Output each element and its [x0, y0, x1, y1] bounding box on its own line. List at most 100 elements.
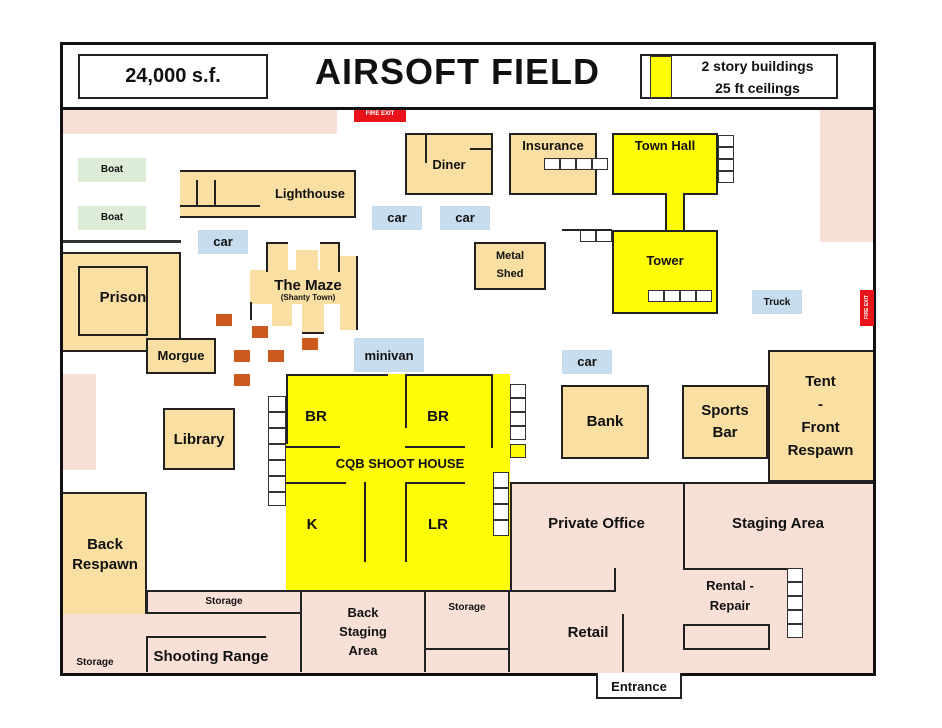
tent-front-respawn — [768, 350, 873, 482]
pink-wall — [622, 614, 624, 672]
top-left-strip — [63, 110, 337, 134]
cqb-stairs-left — [268, 396, 286, 412]
town-hall-label: Town Hall — [634, 138, 696, 153]
pink-wall — [768, 624, 770, 650]
cqb-stairs-left — [268, 412, 286, 428]
fire-exit-right — [860, 290, 874, 326]
legend-swatch — [650, 56, 672, 98]
cqb-wall — [405, 374, 493, 376]
tent-label-3: Front — [801, 419, 840, 436]
storage-1-label: Storage — [205, 596, 243, 607]
map-frame — [60, 42, 876, 676]
library-label: Library — [173, 431, 225, 448]
entrance-box[interactable] — [596, 673, 682, 699]
cqb-stairs-right — [510, 398, 526, 412]
private-office — [510, 482, 683, 568]
diner-wall — [425, 133, 427, 163]
metal-shed — [474, 242, 546, 290]
rental-label-2: Repair — [709, 598, 751, 613]
insurance-stairs — [592, 158, 608, 170]
pink-wall — [510, 482, 512, 590]
storage-3-label: Storage — [76, 657, 114, 668]
pink-wall — [510, 482, 873, 484]
area-label: 24,000 s.f. — [125, 65, 221, 87]
back-staging-label-3: Area — [348, 643, 378, 658]
prison-wall — [78, 334, 148, 336]
left-wall-top — [63, 240, 181, 243]
maze-block — [296, 250, 318, 290]
crate — [234, 374, 250, 386]
rental-stairs — [787, 596, 803, 610]
map-title: AIRSOFT FIELD — [315, 51, 600, 92]
tower-stairs — [664, 290, 680, 302]
cqb-wall — [491, 374, 493, 448]
private-office-label: Private Office — [548, 515, 645, 532]
bottom-left-zone — [63, 614, 286, 673]
morgue — [146, 338, 216, 374]
cqb-wall — [286, 374, 288, 444]
maze-block — [340, 256, 358, 330]
storage-2-label: Storage — [448, 602, 486, 613]
lighthouse-label: Lighthouse — [274, 186, 346, 201]
town-hall-stairs — [718, 147, 734, 159]
crate — [268, 350, 284, 362]
tower-stairs — [648, 290, 664, 302]
maze-wall — [320, 242, 340, 244]
tower-stairs — [680, 290, 696, 302]
insurance-label: Insurance — [522, 138, 584, 153]
town-hall-stairs — [718, 159, 734, 171]
lighthouse — [180, 170, 356, 218]
maze-wall — [250, 302, 252, 320]
cqb-wall — [405, 446, 465, 448]
car-1-label: car — [387, 210, 407, 225]
boat-1 — [78, 158, 146, 182]
rental-stairs — [787, 610, 803, 624]
lighthouse-wall — [214, 180, 216, 206]
staging-area-label: Staging Area — [732, 515, 824, 532]
town-hall-stairs — [718, 135, 734, 147]
tower-label: Tower — [646, 253, 684, 268]
pink-wall — [683, 648, 769, 650]
lighthouse-wall — [196, 180, 198, 206]
crate — [234, 350, 250, 362]
header-divider — [60, 107, 876, 110]
pink-wall — [286, 590, 510, 592]
cqb-stairs-left — [268, 492, 286, 506]
metal-shed-label-1: Metal — [495, 250, 525, 262]
back-respawn-label-1: Back — [87, 536, 123, 553]
car-3 — [198, 230, 248, 254]
car-3-label: car — [213, 234, 233, 249]
pink-wall — [146, 590, 148, 614]
pink-wall — [510, 590, 616, 592]
cqb-stairs-left — [268, 460, 286, 476]
cqb-stairs-inner — [493, 472, 509, 488]
tent-label-1: Tent — [805, 373, 836, 390]
maze-wall — [356, 256, 358, 330]
prison-wall — [146, 266, 148, 336]
rental-label-1: Rental - — [706, 578, 754, 593]
crate — [252, 326, 268, 338]
cqb-wall — [286, 374, 388, 376]
staging-area — [683, 482, 873, 568]
town-hall-stairs — [718, 171, 734, 183]
truck-label: Truck — [763, 297, 791, 308]
tent-label-2: - — [818, 396, 823, 413]
tower-stairs — [696, 290, 712, 302]
bank-label: Bank — [586, 413, 624, 430]
cqb-stairs-left — [268, 476, 286, 492]
cqb-stairs-right — [510, 384, 526, 398]
rental-stairs — [787, 568, 803, 582]
morgue-label: Morgue — [157, 348, 205, 363]
boat-2 — [78, 206, 146, 230]
cqb-stairs-left — [268, 428, 286, 444]
lighthouse-wall — [180, 205, 260, 207]
maze-block — [272, 302, 292, 326]
legend-line1: 2 story buildings — [701, 58, 814, 74]
shooting-range-label: Shooting Range — [153, 648, 269, 665]
cqb-stairs-left — [268, 444, 286, 460]
cqb-stairs-right — [510, 412, 526, 426]
pink-wall — [424, 648, 510, 650]
back-staging-zone — [286, 590, 510, 673]
car-2-label: car — [455, 210, 475, 225]
maze-wall — [266, 242, 268, 272]
